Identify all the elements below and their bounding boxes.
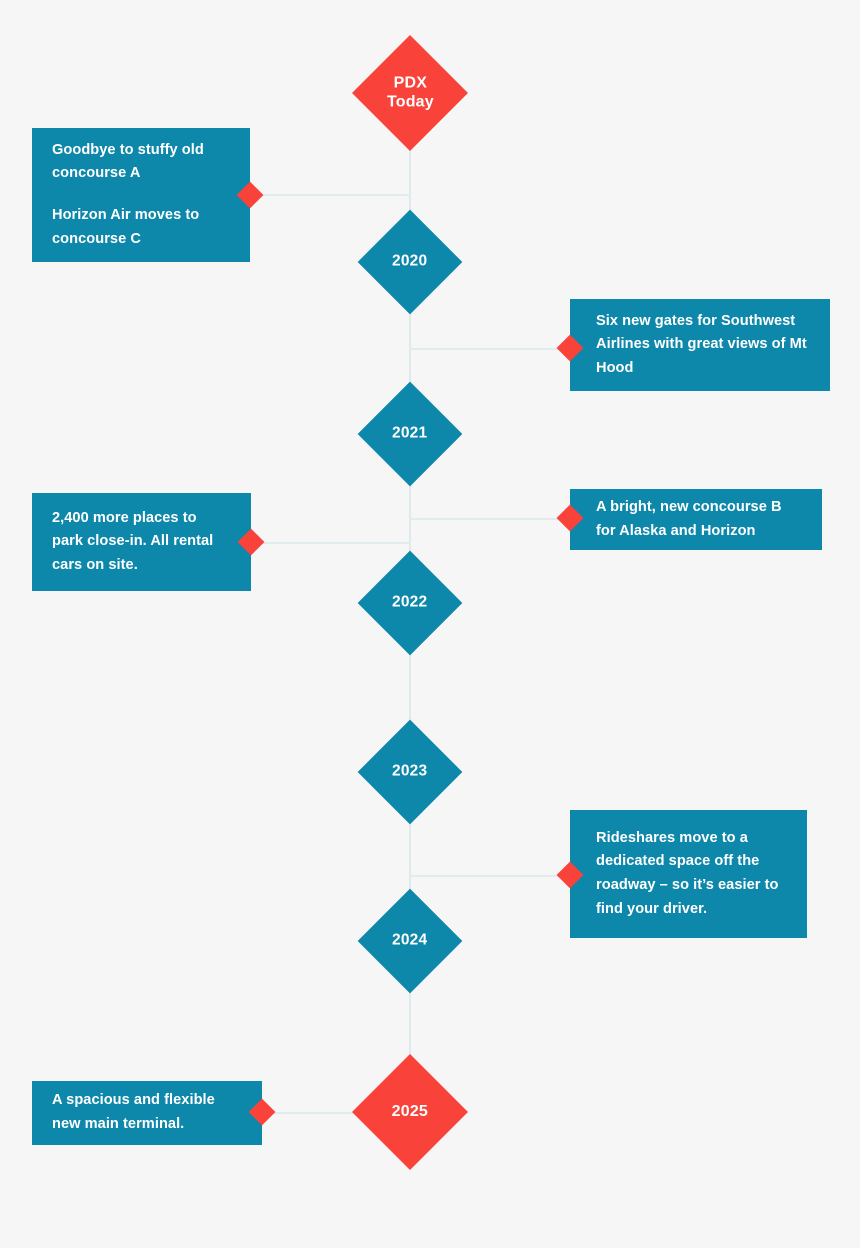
node-label: PDX Today xyxy=(386,74,434,110)
card-paragraph: Horizon Air moves to concourse C xyxy=(52,207,200,247)
node-label: 2020 xyxy=(392,252,428,270)
card-paragraph: Rideshares move to a dedicated space off… xyxy=(596,829,779,917)
card-rideshares[interactable]: Rideshares move to a dedicated space off… xyxy=(570,810,807,938)
node-label: 2024 xyxy=(392,931,428,949)
node-2021[interactable]: 2021 xyxy=(357,381,463,487)
card-paragraph: Six new gates for Southwest Airlines wit… xyxy=(596,312,807,376)
card-southwest-gates[interactable]: Six new gates for Southwest Airlines wit… xyxy=(570,299,830,391)
card-concourse-b[interactable]: A bright, new concourse B for Alaska and… xyxy=(570,489,822,550)
spine-segment xyxy=(409,982,411,1074)
connector-line xyxy=(410,518,571,520)
card-parking[interactable]: 2,400 more places to park close-in. All … xyxy=(32,493,251,591)
card-paragraph: A bright, new concourse B for Alaska and… xyxy=(596,498,782,539)
node-label: 2023 xyxy=(392,762,428,780)
card-paragraph: A spacious and flexible new main termina… xyxy=(52,1092,215,1132)
connector-line xyxy=(262,1112,372,1114)
node-pdx-today[interactable]: PDX Today xyxy=(352,35,468,151)
node-label: 2022 xyxy=(392,593,428,611)
connector-line xyxy=(251,542,411,544)
node-2023[interactable]: 2023 xyxy=(357,719,463,825)
card-paragraph: 2,400 more places to park close-in. All … xyxy=(52,509,214,573)
spine-segment xyxy=(409,134,411,222)
spine-segment xyxy=(409,474,411,566)
node-label: 2025 xyxy=(391,1102,429,1120)
node-2025[interactable]: 2025 xyxy=(352,1054,468,1170)
connector-line xyxy=(250,194,411,196)
connector-line xyxy=(410,875,571,877)
node-2024[interactable]: 2024 xyxy=(357,888,463,994)
node-2022[interactable]: 2022 xyxy=(357,550,463,656)
card-paragraph: Goodbye to stuffy old concourse A xyxy=(52,141,204,182)
card-main-terminal[interactable]: A spacious and flexible new main termina… xyxy=(32,1081,262,1145)
node-2020[interactable]: 2020 xyxy=(357,209,463,315)
spine-segment xyxy=(409,644,411,736)
card-concourse-a[interactable]: Goodbye to stuffy old concourse A Horizo… xyxy=(32,128,250,262)
node-label: 2021 xyxy=(392,424,428,442)
spine-segment xyxy=(409,812,411,904)
connector-line xyxy=(410,348,571,350)
